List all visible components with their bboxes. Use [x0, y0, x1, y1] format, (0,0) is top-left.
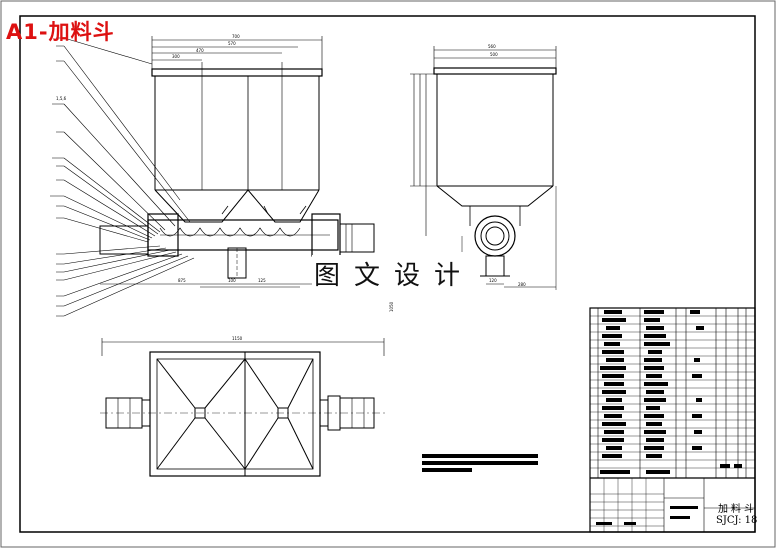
front-view	[99, 36, 375, 288]
svg-text:470: 470	[196, 48, 204, 53]
svg-text:125: 125	[258, 278, 266, 283]
bom-text-blocks	[596, 310, 742, 525]
svg-text:120: 120	[489, 278, 497, 283]
side-view	[410, 46, 557, 290]
svg-text:570: 570	[228, 41, 236, 46]
bom-table	[589, 307, 756, 533]
svg-text:300: 300	[172, 54, 180, 59]
svg-text:1150: 1150	[232, 336, 243, 341]
tech-requirements	[422, 454, 538, 472]
dim-texts: 700 570 470 300 560 500 875 100 125 1050…	[56, 34, 526, 341]
inner-border	[19, 15, 756, 533]
drawing-title-tag: A1-加料斗	[6, 20, 115, 44]
svg-text:560: 560	[488, 44, 496, 49]
title-block-drawing-number: SJCJ: 18	[716, 515, 758, 526]
balloon-ticks	[50, 37, 64, 317]
svg-text:700: 700	[232, 34, 240, 39]
top-view	[100, 338, 386, 477]
svg-text:100: 100	[228, 278, 236, 283]
part-leaders	[63, 37, 195, 317]
svg-text:1050: 1050	[389, 301, 394, 312]
svg-text:875: 875	[178, 278, 186, 283]
title-block-part-name: 加料斗	[718, 504, 757, 515]
svg-text:280: 280	[518, 282, 526, 287]
svg-text:1,5,6: 1,5,6	[56, 96, 67, 101]
watermark-text: 图文设计	[312, 255, 477, 292]
svg-text:500: 500	[490, 52, 498, 57]
